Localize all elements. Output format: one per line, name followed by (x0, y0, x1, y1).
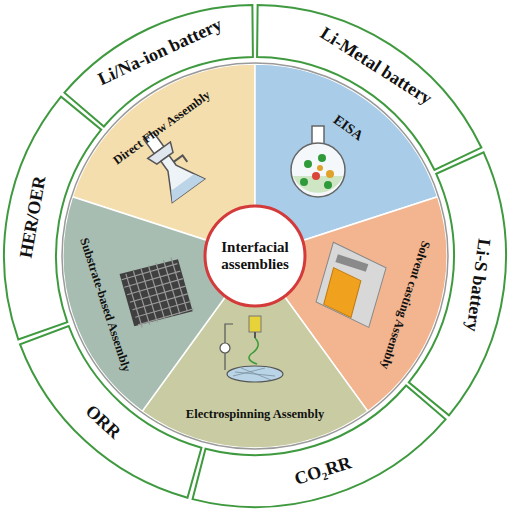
center-circle: Interfacial assemblies (213, 239, 297, 274)
assembly-wedges (63, 64, 447, 448)
electrospinning-icon (220, 316, 283, 382)
round-flask-icon (291, 126, 345, 197)
casting-film-icon (312, 242, 391, 327)
carbon-cloth-icon (116, 254, 197, 332)
method-label: Electrospinning Assembly (186, 407, 324, 422)
center-circle-shape (205, 206, 305, 306)
pie-border (62, 63, 448, 449)
center-label: Interfacial assemblies (213, 239, 297, 274)
assembly-wedge: Electrospinning Assembly (186, 407, 324, 422)
ring-segments (4, 5, 506, 507)
